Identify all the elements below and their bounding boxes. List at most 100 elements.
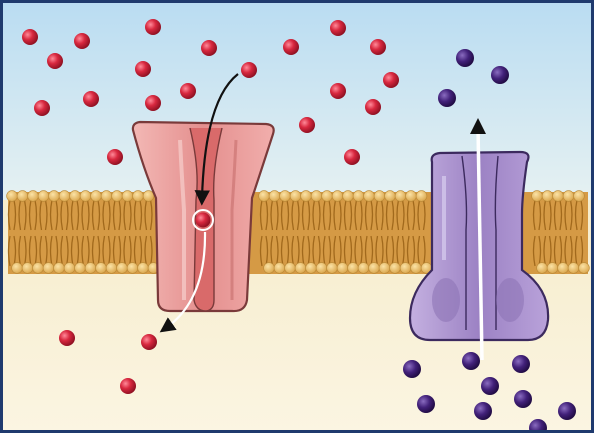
lipid-tail xyxy=(7,199,17,231)
purple-molecule xyxy=(529,419,547,433)
lipid-tail xyxy=(70,199,80,231)
red-molecule xyxy=(241,62,257,78)
lipid-head xyxy=(111,190,123,202)
purple-molecule xyxy=(514,390,532,408)
lipid-head xyxy=(410,262,422,274)
lipid-head xyxy=(279,190,291,202)
red-molecule xyxy=(370,39,386,55)
red-molecule xyxy=(145,95,161,111)
lipid-head xyxy=(405,190,417,202)
lipid-tail xyxy=(270,199,279,231)
lipid-head xyxy=(336,262,349,274)
lipid-head xyxy=(300,190,312,202)
lipid-head xyxy=(27,190,39,202)
red-molecules xyxy=(22,19,399,394)
lipid-tail xyxy=(91,199,101,231)
lipid-head xyxy=(268,190,281,202)
red-molecule xyxy=(299,117,315,133)
lipid-head xyxy=(342,190,354,202)
lipid-head xyxy=(536,262,548,274)
purple-molecule xyxy=(481,377,499,395)
lipid-head xyxy=(415,190,428,202)
lipid-head xyxy=(63,262,76,274)
lipid-tail xyxy=(81,199,90,231)
lipid-head xyxy=(32,262,44,274)
inward-exit-arrow xyxy=(159,231,207,333)
red-molecule xyxy=(344,149,360,165)
lipid-head xyxy=(53,262,65,274)
lipid-head xyxy=(79,190,92,202)
red-molecule xyxy=(365,99,381,115)
lipid-head xyxy=(562,190,575,202)
lipid-tail xyxy=(312,199,321,231)
red-molecule xyxy=(145,19,161,35)
red-molecule xyxy=(120,378,136,394)
red-molecule xyxy=(83,91,99,107)
lipid-tail xyxy=(564,199,573,231)
lipid-head xyxy=(105,262,118,274)
lipid-head xyxy=(310,190,323,202)
lipid-tail xyxy=(144,199,153,231)
lipid-head xyxy=(567,262,580,274)
lipid-tail xyxy=(364,199,374,231)
red-molecule xyxy=(383,72,399,88)
red-molecule xyxy=(283,39,299,55)
inward-transport-arrow xyxy=(194,73,239,206)
lipid-head xyxy=(100,190,113,202)
lipid-head xyxy=(347,262,359,274)
lipid-head xyxy=(284,262,296,274)
lipid-head xyxy=(331,190,344,202)
lipid-head xyxy=(121,190,134,202)
red-molecule xyxy=(107,149,123,165)
red-molecule xyxy=(135,61,151,77)
red-molecule xyxy=(180,83,196,99)
lipid-head xyxy=(378,262,391,274)
red-molecule xyxy=(330,83,346,99)
lipid-head xyxy=(305,262,317,274)
lipid-head xyxy=(352,190,365,202)
red-molecule xyxy=(47,53,63,69)
lipid-head xyxy=(137,262,149,274)
lipid-head xyxy=(90,190,102,202)
lipid-heads-lower-leaflet xyxy=(11,262,590,274)
lipid-head xyxy=(541,190,554,202)
lipid-head xyxy=(48,190,60,202)
purple-molecule xyxy=(438,89,456,107)
red-molecule xyxy=(141,334,157,350)
lipid-head xyxy=(546,262,559,274)
lipid-head xyxy=(58,190,71,202)
lipid-head xyxy=(394,190,407,202)
lipid-head xyxy=(69,190,81,202)
lipid-head xyxy=(21,262,34,274)
lipid-tail xyxy=(280,199,290,231)
lipid-tail xyxy=(543,199,552,231)
lipid-head xyxy=(557,262,569,274)
purple-molecule xyxy=(491,66,509,84)
lipid-head xyxy=(95,262,107,274)
purple-molecule xyxy=(474,402,492,420)
lipid-head xyxy=(573,190,585,202)
lipid-tail xyxy=(133,199,143,231)
lipid-tail xyxy=(112,199,122,231)
purple-molecule xyxy=(512,355,530,373)
lipid-tail xyxy=(532,199,542,231)
lipid-tail xyxy=(343,199,353,231)
lipid-tail xyxy=(396,199,405,231)
lipid-head xyxy=(258,190,270,202)
channel-pore-ring xyxy=(192,209,214,231)
lipid-head xyxy=(289,190,302,202)
lipid-tail xyxy=(291,199,300,231)
lipid-head xyxy=(126,262,139,274)
lipid-head xyxy=(373,190,386,202)
lipid-head xyxy=(37,190,50,202)
lipid-head xyxy=(74,262,86,274)
lipid-head xyxy=(399,262,412,274)
lipid-head xyxy=(132,190,144,202)
lipid-head xyxy=(363,190,375,202)
red-molecule xyxy=(34,100,50,116)
lipid-tail xyxy=(28,199,38,231)
lipid-tail xyxy=(385,199,395,231)
purple-molecule xyxy=(558,402,576,420)
